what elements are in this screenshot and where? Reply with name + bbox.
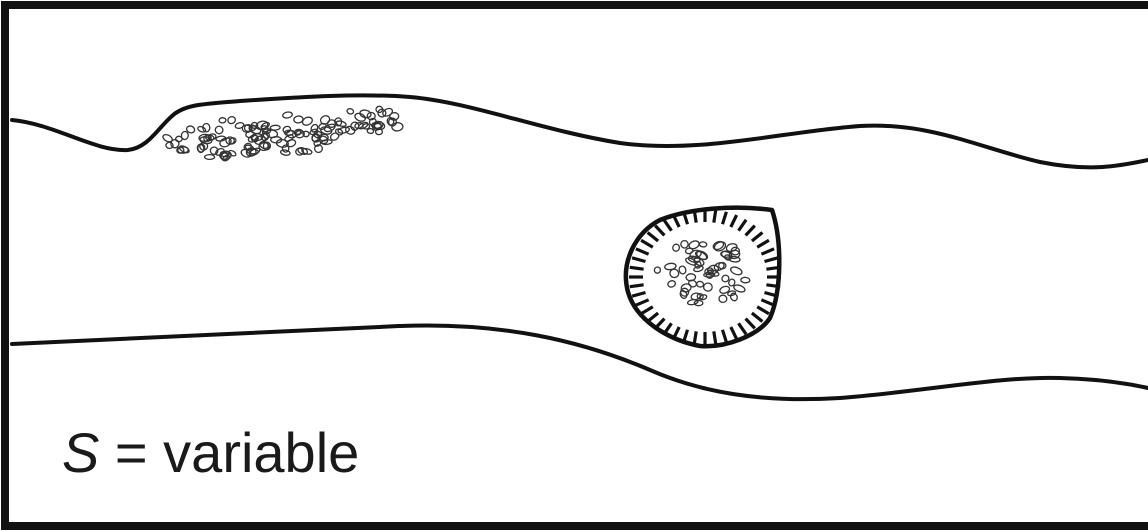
pool-hatch xyxy=(752,313,763,322)
pool-hatch xyxy=(731,327,737,339)
sediment-pebble xyxy=(346,108,354,115)
sediment-pebble xyxy=(741,277,750,283)
sediment-pebble xyxy=(685,248,693,254)
sediment-pebble xyxy=(270,125,280,130)
pool-hatch xyxy=(752,233,763,242)
pool-hatch xyxy=(648,233,659,242)
pool-hatch xyxy=(761,249,774,254)
sediment-pebble xyxy=(696,281,704,288)
label-text: = variable xyxy=(99,421,359,484)
sediment-pebble xyxy=(227,116,237,125)
pool-hatch xyxy=(757,307,769,314)
sediment-pebble xyxy=(389,112,399,121)
pool-hatch xyxy=(714,331,716,344)
bank-sediment-deposit xyxy=(162,106,404,161)
pool-hatch xyxy=(694,210,696,223)
pool-hatch xyxy=(739,220,747,231)
pool-hatch xyxy=(684,330,688,342)
upper-channel-boundary xyxy=(12,95,1148,167)
sediment-pebble xyxy=(197,125,206,133)
sediment-pebble xyxy=(703,283,712,292)
pool-hatch xyxy=(636,249,649,254)
pool-hatch xyxy=(630,267,644,269)
sediment-pebble xyxy=(653,266,661,274)
sediment-pebble xyxy=(382,107,394,118)
pool-hatch xyxy=(731,215,737,227)
pool-hatch xyxy=(761,300,774,305)
sediment-pebble xyxy=(214,125,224,135)
sediment-pebble xyxy=(166,142,174,148)
pool-hatch xyxy=(641,307,653,314)
pool-sediment-cluster xyxy=(653,239,750,305)
pool-hatch xyxy=(746,319,755,329)
sediment-pebble xyxy=(219,118,226,124)
pool-hatch xyxy=(630,285,644,287)
pool-hatch xyxy=(648,313,659,322)
sediment-pebble xyxy=(282,111,292,118)
pool-hatch xyxy=(766,285,780,287)
pool-hatch xyxy=(632,293,645,297)
pool-hatch xyxy=(746,226,755,236)
pool-hatch xyxy=(664,220,672,231)
pool-hatch xyxy=(641,240,653,247)
pool-hatch xyxy=(636,300,649,305)
sediment-pebble xyxy=(181,131,189,140)
sediment-pebble xyxy=(247,149,258,154)
sediment-pebble xyxy=(730,266,743,277)
sediment-pebble xyxy=(719,295,727,302)
sediment-pebble xyxy=(729,292,738,302)
sediment-pebble xyxy=(719,285,731,294)
sediment-pebble xyxy=(672,243,681,252)
pool-hatch xyxy=(723,330,727,342)
pool-hatch xyxy=(632,258,645,262)
label-symbol: S xyxy=(62,421,99,484)
pool-hatch xyxy=(694,331,696,344)
sediment-pebble xyxy=(301,116,313,127)
pool-hatch xyxy=(714,210,716,223)
pool-hatch xyxy=(766,267,780,269)
sediment-pebble xyxy=(699,242,707,248)
pool-hatch xyxy=(655,226,664,236)
isolated-pool xyxy=(626,208,779,347)
pool-hatch xyxy=(765,258,778,262)
lower-channel-boundary xyxy=(12,325,1148,399)
pool-hatch xyxy=(739,323,747,334)
sediment-pebble xyxy=(205,155,215,160)
sediment-pebble xyxy=(335,128,344,136)
sediment-pebble xyxy=(162,133,174,143)
pool-hatch xyxy=(757,240,769,247)
variable-label: S = variable xyxy=(62,425,359,481)
sediment-pebble xyxy=(667,280,676,288)
pool-hatch xyxy=(723,212,727,224)
sediment-pebble xyxy=(678,265,687,274)
pool-hatch xyxy=(655,319,664,329)
